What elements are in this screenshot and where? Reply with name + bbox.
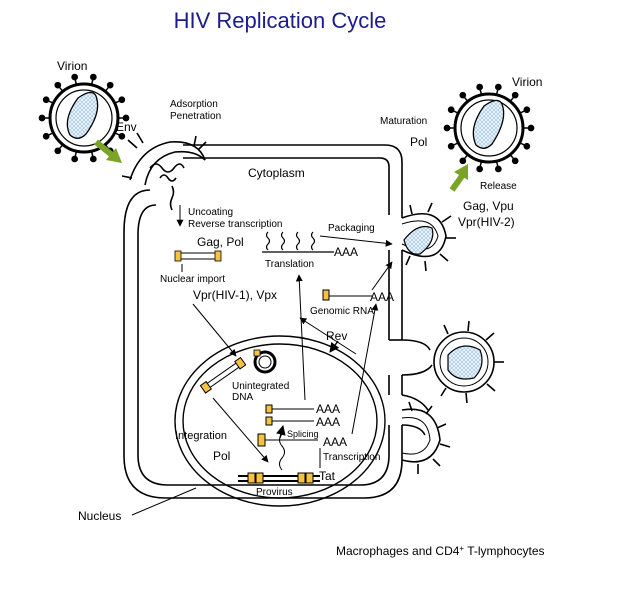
virion-right [443, 83, 535, 173]
budding-virion-assembly [401, 202, 456, 272]
caption: Macrophages and CD4+ T-lymphocytes [336, 544, 545, 559]
release-label: Release [480, 181, 517, 192]
nuclear-import-arrow [192, 303, 237, 357]
aaa-translation-label: AAA [334, 245, 358, 259]
env-knob [42, 132, 50, 140]
nuclear-mrnas [257, 404, 318, 447]
budding-membranes [389, 339, 433, 436]
rev-arrow [299, 317, 357, 355]
env-knob [89, 155, 97, 163]
page-title: HIV Replication Cycle [174, 8, 387, 33]
provirus [238, 472, 320, 484]
green-arrow-in-icon [94, 139, 122, 163]
penetration-label: Penetration [170, 111, 221, 122]
capsid-left [66, 91, 99, 139]
reverse-transcription-label: Reverse transcription [188, 219, 282, 230]
maturation-label: Maturation [380, 116, 427, 127]
env-knob [447, 106, 455, 114]
budding-virion-middle [433, 320, 504, 404]
gag-pol-label: Gag, Pol [197, 235, 244, 249]
env-knob [523, 142, 531, 150]
env-knob [523, 106, 531, 114]
gag-vpu-label: Gag, Vpu [463, 199, 514, 213]
translation-ribosomes [262, 231, 334, 253]
transcription-label: Transcription [323, 452, 380, 463]
genomic-rna-label: Genomic RNA [310, 306, 374, 317]
viral-dna-cytoplasm [174, 250, 222, 262]
env-knob [494, 165, 502, 173]
env-knob [54, 147, 62, 155]
packaging-arrow [319, 235, 393, 247]
virion-left-label: Virion [57, 59, 87, 73]
env-knob [54, 81, 62, 89]
env-knob [118, 96, 126, 104]
env-knob [106, 81, 114, 89]
splicing-arrow [276, 425, 286, 439]
env-knob [42, 96, 50, 104]
rev-label: Rev [326, 329, 347, 343]
nuclear-import-label: Nuclear import [160, 274, 225, 285]
unintegrated-dna-linear [199, 356, 247, 394]
vpr-hiv2-label: Vpr(HIV-2) [458, 215, 515, 229]
env-knob [459, 157, 467, 165]
env-knob [89, 73, 97, 81]
nucleus-envelope [174, 335, 386, 507]
export-to-translation-arrow [295, 274, 306, 401]
tat-squiggle-icon [279, 433, 285, 471]
integration-arrow [212, 397, 269, 463]
env-knob [476, 83, 484, 91]
env-knob [71, 155, 79, 163]
aaa-label-1: AAA [316, 402, 340, 416]
unintegrated-dna-circle [253, 349, 277, 374]
env-knob [459, 91, 467, 99]
env-knob [494, 83, 502, 91]
genomic-rna [322, 289, 372, 301]
green-arrow-out-icon [449, 164, 468, 192]
env-knob [447, 142, 455, 150]
unintegrated-label-1: Unintegrated [232, 381, 289, 392]
entry-site [121, 132, 207, 211]
uncoating-label: Uncoating [188, 207, 233, 218]
env-knob [122, 114, 130, 122]
packaging-label: Packaging [328, 223, 375, 234]
cell-membrane [123, 144, 403, 499]
capsid-right [472, 99, 505, 149]
nucleus-pointer [131, 487, 197, 516]
provirus-label: Provirus [256, 487, 293, 498]
virion-left [38, 73, 130, 163]
integration-label: Integration [175, 430, 227, 442]
export-genomic-arrow [351, 303, 379, 435]
pol-nucleus-label: Pol [213, 449, 230, 463]
env-knob [443, 124, 451, 132]
cytoplasm-label: Cytoplasm [248, 166, 305, 180]
adsorption-label: Adsorption [170, 99, 218, 110]
env-knob [38, 114, 46, 122]
genomic-to-assembly-arrow [371, 261, 393, 291]
aaa-label-2: AAA [316, 415, 340, 429]
pol-maturation-label: Pol [410, 135, 427, 149]
env-knob [71, 73, 79, 81]
budding-site-lower [401, 401, 451, 474]
vpr-vpx-label: Vpr(HIV-1), Vpx [193, 288, 277, 302]
splicing-label: Splicing [287, 429, 319, 439]
env-knob [511, 91, 519, 99]
env-knob [476, 165, 484, 173]
virion-right-label: Virion [512, 75, 542, 89]
nucleus-label: Nucleus [78, 509, 121, 523]
aaa-label-3: AAA [323, 435, 347, 449]
env-knob [118, 132, 126, 140]
env-knob [511, 157, 519, 165]
env-knob [527, 124, 535, 132]
tat-label: Tat [319, 469, 336, 483]
env-label: Env [116, 120, 137, 134]
translation-label: Translation [265, 259, 314, 270]
rev-short-arrow [329, 340, 340, 353]
aaa-genomic-label: AAA [370, 290, 394, 304]
unintegrated-label-2: DNA [232, 392, 253, 403]
